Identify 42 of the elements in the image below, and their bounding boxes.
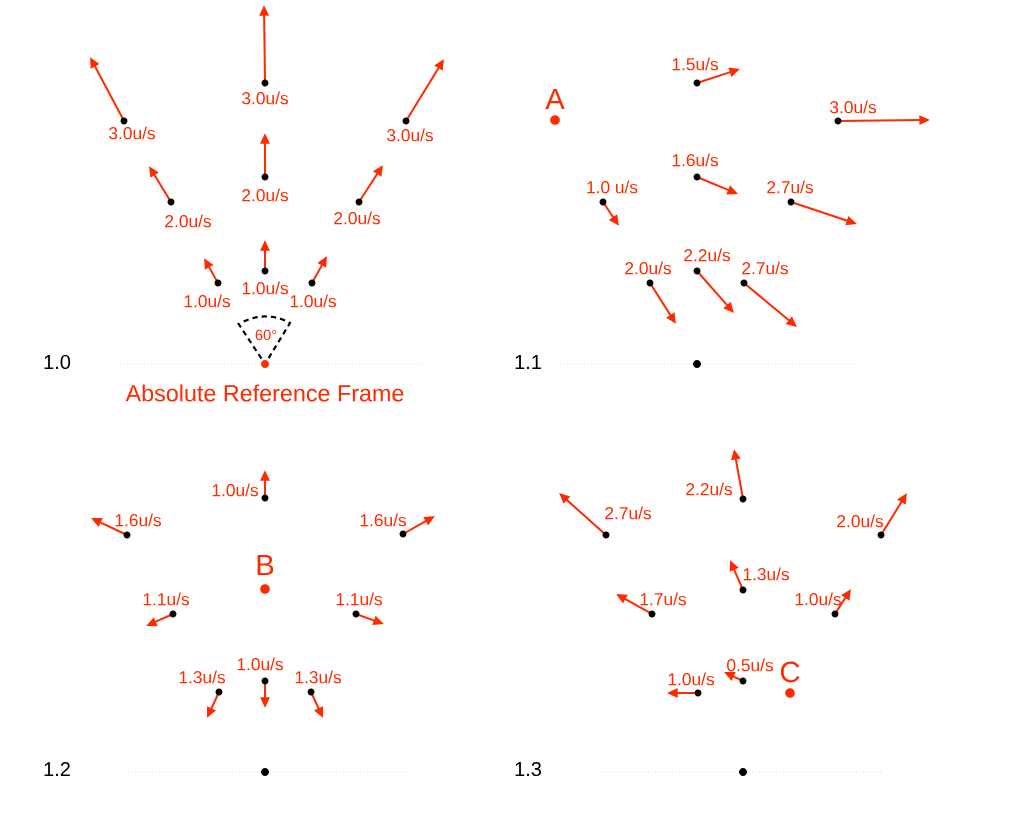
- frame-number: 1.2: [44, 762, 70, 776]
- point-letter: A: [545, 88, 565, 110]
- speed-label: 2.0u/s: [837, 514, 883, 528]
- frame-number: 1.0: [44, 354, 71, 370]
- speed-label: 1.0u/s: [668, 672, 714, 686]
- speed-label: 1.0u/s: [795, 592, 841, 606]
- speed-label: 2.0u/s: [242, 188, 288, 202]
- speed-label: 1.3u/s: [743, 567, 789, 581]
- speed-label: 1.1u/s: [143, 592, 189, 606]
- speed-label: 2.2u/s: [686, 482, 732, 496]
- speed-label: 1.3u/s: [295, 670, 341, 684]
- speed-label: 3.0u/s: [242, 91, 288, 105]
- speed-label: 3.0u/s: [109, 126, 155, 140]
- speed-label: 1.3u/s: [179, 670, 225, 684]
- frame-number: 1.1: [515, 355, 541, 369]
- speed-label: 0.5u/s: [727, 658, 773, 672]
- speed-label: 3.0u/s: [830, 100, 876, 114]
- speed-label: 2.0u/s: [625, 261, 671, 275]
- frame-title: Absolute Reference Frame: [125, 384, 404, 402]
- angle-label: 60°: [255, 329, 277, 341]
- speed-label: 1.0u/s: [242, 281, 288, 295]
- speed-label: 1.0 u/s: [587, 180, 638, 194]
- point-letter: C: [780, 661, 800, 683]
- point-letter: B: [257, 554, 274, 576]
- frame-number: 1.3: [515, 761, 542, 777]
- speed-label: 1.6u/s: [672, 153, 718, 167]
- speed-label: 1.7u/s: [640, 592, 686, 606]
- speed-label: 1.5u/s: [672, 57, 718, 71]
- speed-label: 1.6u/s: [360, 513, 406, 527]
- speed-label: 1.0u/s: [290, 294, 336, 308]
- speed-label: 2.7u/s: [742, 261, 788, 275]
- speed-label: 1.0u/s: [237, 657, 283, 671]
- speed-label: 2.0u/s: [165, 214, 211, 228]
- speed-label: 2.0u/s: [334, 211, 380, 225]
- speed-label: 2.7u/s: [605, 506, 651, 520]
- speed-label: 3.0u/s: [387, 128, 433, 142]
- speed-label: 1.0u/s: [184, 294, 230, 308]
- speed-label: 1.0u/s: [212, 483, 258, 497]
- speed-label: 2.7u/s: [767, 180, 813, 194]
- speed-label: 1.6u/s: [115, 513, 161, 527]
- speed-label: 2.2u/s: [684, 248, 730, 262]
- speed-label: 1.1u/s: [336, 592, 382, 606]
